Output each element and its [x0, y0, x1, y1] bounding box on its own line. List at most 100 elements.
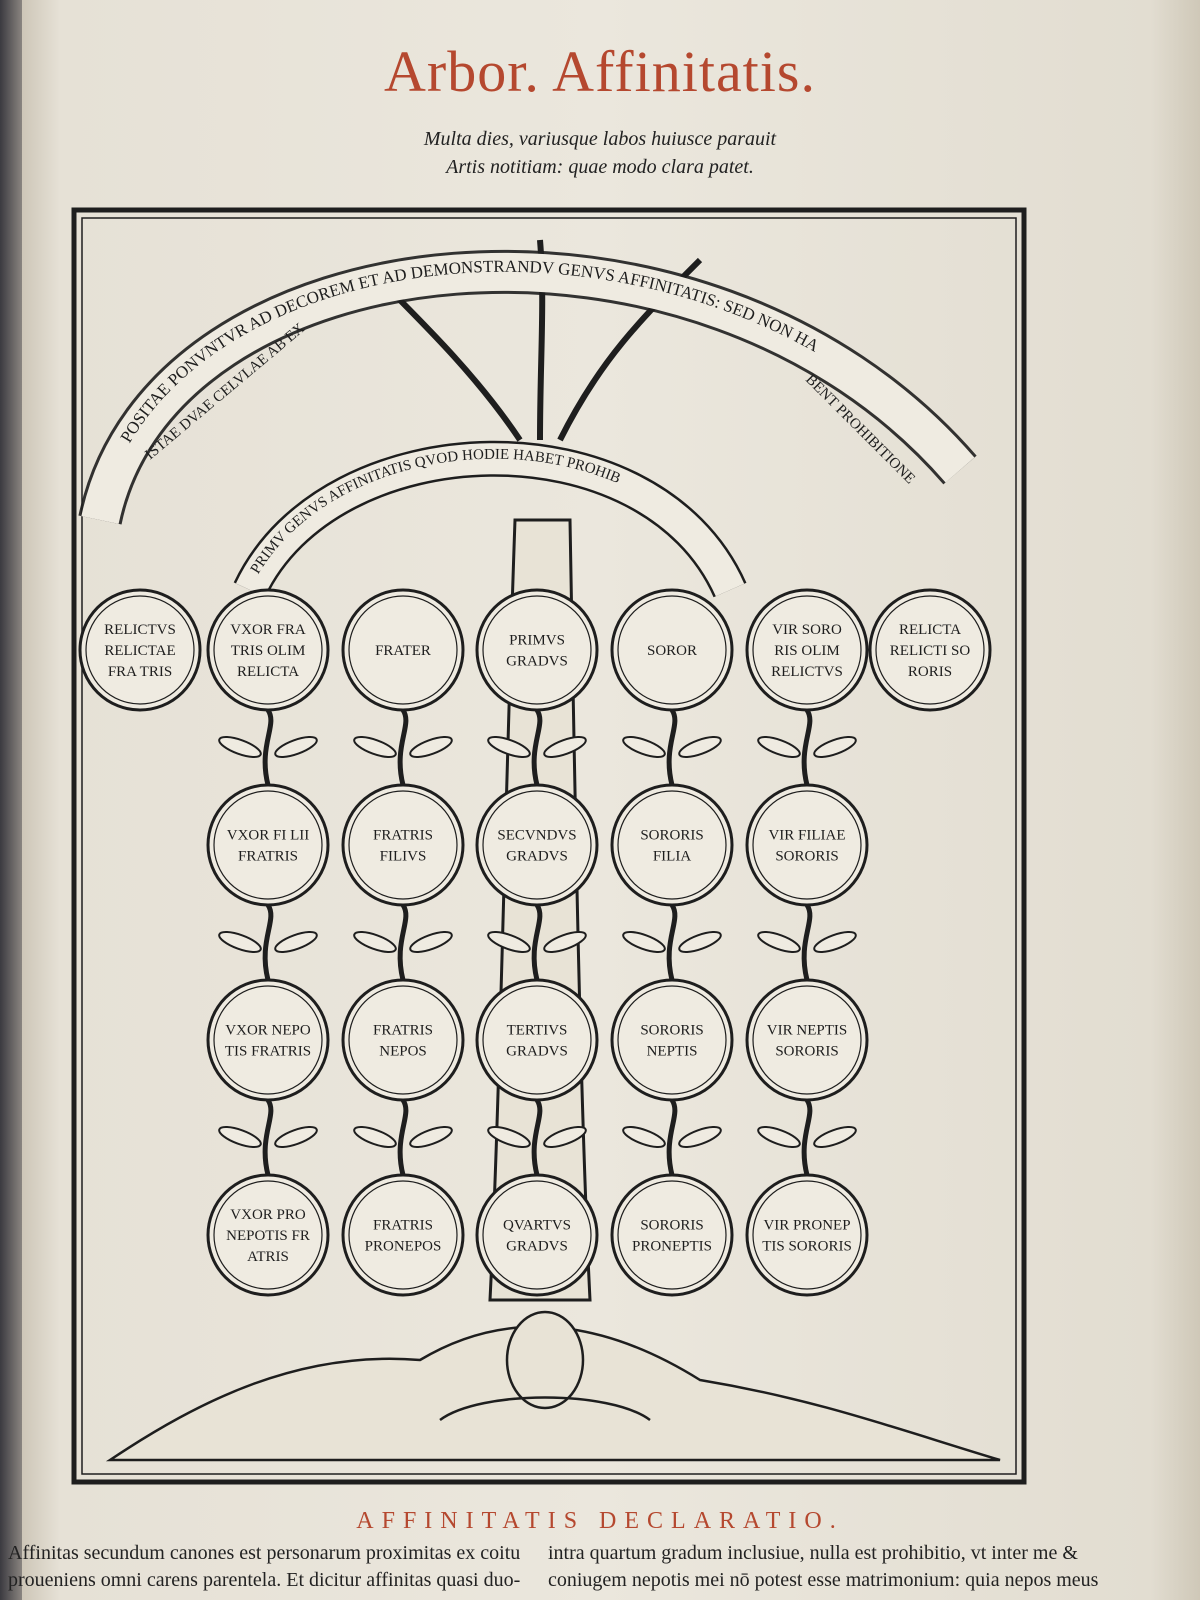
leaf-icon [487, 736, 531, 758]
vine-stem [531, 708, 543, 786]
degree-circle-inner-ring [482, 985, 592, 1095]
book-spine [0, 0, 22, 1600]
degree-circle [610, 783, 734, 907]
leaf-icon [274, 736, 318, 758]
vine-stem [801, 708, 813, 786]
leaf-icon [218, 736, 262, 758]
leaf-icon [274, 1126, 318, 1148]
degree-circle-inner-ring [482, 1180, 592, 1290]
degree-circle-inner-ring [482, 595, 592, 705]
leaf-icon [678, 931, 722, 953]
body-text-right: intra quartum gradum inclusiue, nulla es… [548, 1540, 1098, 1594]
degree-circle-inner-ring [617, 595, 727, 705]
body-left-line-2: proueniens omni carens parentela. Et dic… [8, 1569, 521, 1591]
body-left-line-1: Affinitas secundum canones est personaru… [8, 1542, 521, 1564]
degree-circle-inner-ring [875, 595, 985, 705]
degree-circle-inner-ring [617, 985, 727, 1095]
diagram-inner-frame [81, 217, 1017, 1475]
leaf-icon [353, 931, 397, 953]
outer-banner-fill [81, 252, 975, 524]
degree-circle-inner-ring [752, 1180, 862, 1290]
body-text-left: Affinitas secundum canones est personaru… [8, 1540, 520, 1594]
vine-stem [397, 1098, 409, 1176]
degree-circle [868, 588, 992, 712]
vine-stem [666, 903, 678, 981]
leaf-icon [678, 736, 722, 758]
leaf-icon [543, 736, 587, 758]
degree-circle [475, 588, 599, 712]
page-title: Arbor. Affinitatis. [384, 39, 816, 104]
leaf-icon [487, 1126, 531, 1148]
leaf-icon [813, 736, 857, 758]
degree-circle-inner-ring [85, 595, 195, 705]
leaf-icon [353, 736, 397, 758]
leaf-icon [678, 1126, 722, 1148]
motto-line-1: Multa dies, variusque labos huiusce para… [423, 128, 777, 150]
vine-stem [262, 708, 274, 786]
leaf-icon [487, 931, 531, 953]
degree-circle-inner-ring [617, 790, 727, 900]
leaf-icon [813, 931, 857, 953]
leaf-icon [543, 1126, 587, 1148]
inner-banner-fill [235, 443, 745, 597]
vine-stem [801, 903, 813, 981]
degree-circle [610, 1173, 734, 1297]
degree-circle-inner-ring [617, 1180, 727, 1290]
degree-circle-inner-ring [213, 595, 323, 705]
leaf-icon [622, 736, 666, 758]
body-right-line-2: coniugem nepotis mei nō potest esse matr… [548, 1569, 1099, 1591]
leaf-icon [543, 931, 587, 953]
degree-circle [475, 978, 599, 1102]
vine-stem [397, 903, 409, 981]
degree-circle-inner-ring [348, 595, 458, 705]
degree-circle-inner-ring [213, 790, 323, 900]
body-right-line-1: intra quartum gradum inclusiue, nulla es… [548, 1542, 1078, 1564]
degree-circle [206, 978, 330, 1102]
leaf-icon [813, 1126, 857, 1148]
degree-circle [341, 978, 465, 1102]
motto-line-2: Artis notitiam: quae modo clara patet. [446, 156, 754, 178]
leaf-icon [409, 931, 453, 953]
degree-circle [745, 978, 869, 1102]
degree-circle [745, 1173, 869, 1297]
degree-circle-inner-ring [752, 985, 862, 1095]
vine-stem [666, 1098, 678, 1176]
degree-circle-inner-ring [213, 1180, 323, 1290]
degree-circle [341, 783, 465, 907]
vine-stem [801, 1098, 813, 1176]
leaf-icon [409, 1126, 453, 1148]
leaf-icon [622, 931, 666, 953]
diagram-frame [71, 207, 1027, 1485]
degree-circle [475, 1173, 599, 1297]
leaf-icon [757, 931, 801, 953]
leaf-icon [274, 931, 318, 953]
degree-label: FRATER [375, 643, 431, 659]
leaf-icon [622, 1126, 666, 1148]
vine-stem [666, 708, 678, 786]
vine-stem [262, 903, 274, 981]
leaf-icon [353, 1126, 397, 1148]
declaratio-heading: AFFINITATIS DECLARATIO. [356, 1508, 844, 1534]
degree-circle-inner-ring [348, 790, 458, 900]
vine-stem [262, 1098, 274, 1176]
degree-circle [78, 588, 202, 712]
